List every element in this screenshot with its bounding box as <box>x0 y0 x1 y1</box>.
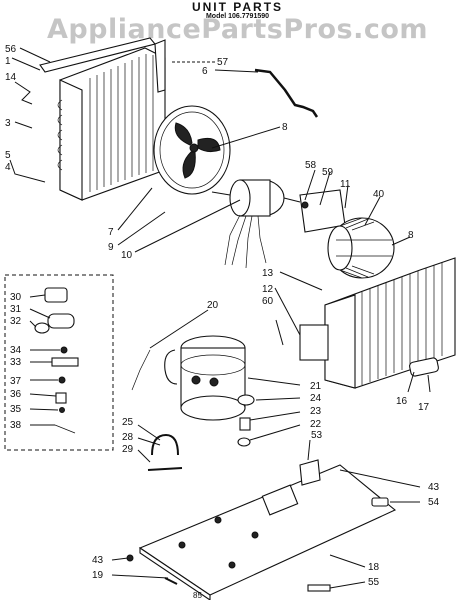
leader-lines <box>9 47 431 589</box>
callout-43-right: 43 <box>428 482 440 493</box>
callout-3: 3 <box>5 118 11 129</box>
callout-31: 31 <box>10 304 22 315</box>
model-number: Model 106.7791590 <box>205 13 270 20</box>
callout-38: 38 <box>10 420 22 431</box>
callout-24: 24 <box>310 393 322 404</box>
clip <box>164 577 178 585</box>
callout-22: 22 <box>310 419 322 430</box>
callout-36: 36 <box>10 389 22 400</box>
callout-53: 53 <box>311 430 323 441</box>
tube-assembly <box>254 68 319 118</box>
latch <box>371 497 389 507</box>
callout-59: 59 <box>322 167 334 178</box>
callout-numbers: 56 1 14 3 5 4 57 6 8 58 59 11 40 7 9 10 … <box>5 44 440 600</box>
compressor <box>131 335 246 421</box>
callout-18: 18 <box>368 562 380 573</box>
blower-wheel <box>327 217 395 279</box>
callout-10: 10 <box>121 250 133 261</box>
callout-8-upper: 8 <box>282 122 288 133</box>
callout-7: 7 <box>108 227 114 238</box>
bracket <box>299 459 321 486</box>
callout-4: 4 <box>5 162 11 173</box>
callout-8-lower: 8 <box>408 230 414 241</box>
callout-58: 58 <box>305 160 317 171</box>
base-pan <box>138 464 397 600</box>
callout-23: 23 <box>310 406 322 417</box>
electrical-components <box>34 287 79 434</box>
callout-13: 13 <box>262 268 274 279</box>
strip <box>307 584 331 592</box>
mounting-grommets <box>237 394 255 447</box>
callout-85: 85 <box>193 591 202 600</box>
callout-43-left: 43 <box>92 555 104 566</box>
callout-55: 55 <box>368 577 380 588</box>
callout-17: 17 <box>418 402 430 413</box>
fan-blade <box>153 105 231 195</box>
callout-28: 28 <box>122 432 134 443</box>
callout-21: 21 <box>310 381 322 392</box>
callout-57: 57 <box>217 57 229 68</box>
callout-30: 30 <box>10 292 22 303</box>
callout-40: 40 <box>373 189 385 200</box>
callout-33: 33 <box>10 357 22 368</box>
condenser-coil <box>39 37 166 201</box>
callout-12: 12 <box>262 284 274 295</box>
electrical-parts-box <box>4 274 114 451</box>
callout-25: 25 <box>122 417 134 428</box>
callout-35: 35 <box>10 404 22 415</box>
callout-1: 1 <box>5 56 11 67</box>
callout-56: 56 <box>5 44 17 55</box>
callout-9: 9 <box>108 242 114 253</box>
callout-19: 19 <box>92 570 104 581</box>
compressor-strap <box>147 433 183 471</box>
callout-54: 54 <box>428 497 440 508</box>
fan-motor <box>211 179 301 269</box>
callout-29: 29 <box>122 444 134 455</box>
callout-34: 34 <box>10 345 22 356</box>
callout-5: 5 <box>5 150 11 161</box>
callout-60: 60 <box>262 296 274 307</box>
callout-37: 37 <box>10 376 22 387</box>
callout-16: 16 <box>396 396 408 407</box>
callout-6: 6 <box>202 66 208 77</box>
evaporator-coil <box>299 257 456 389</box>
callout-11: 11 <box>340 179 351 190</box>
callout-14: 14 <box>5 72 17 83</box>
filter-clip <box>409 357 439 377</box>
callout-32: 32 <box>10 316 22 327</box>
callout-20: 20 <box>207 300 219 311</box>
page-title: UNIT PARTS <box>191 0 284 14</box>
